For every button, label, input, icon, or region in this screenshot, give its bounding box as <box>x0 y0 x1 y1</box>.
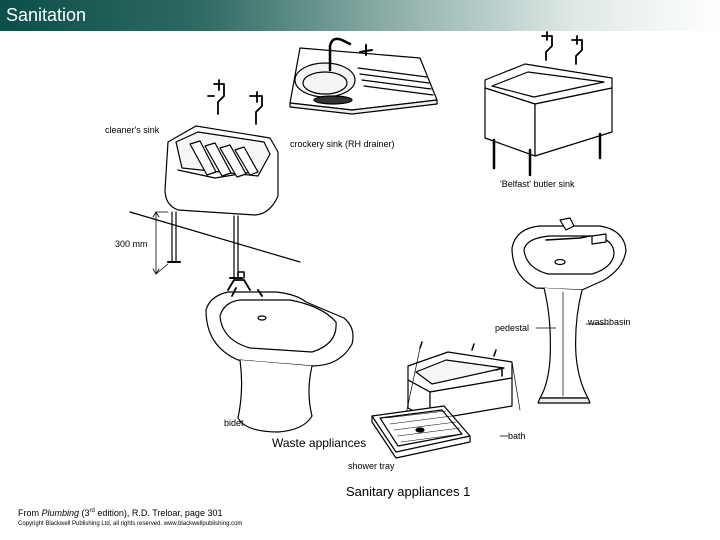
shower-tray-label: shower tray <box>348 461 395 471</box>
crockery-sink-illustration <box>289 37 438 115</box>
source-citation: From Plumbing (3rd edition), R.D. Treloa… <box>18 508 222 518</box>
belfast-sink-illustration <box>484 31 613 177</box>
title-bar: Sanitation <box>0 0 720 31</box>
cleaners-sink-illustration <box>129 79 301 279</box>
dimension-label: 300 mm <box>115 239 148 249</box>
belfast-sink-label: 'Belfast' butler sink <box>500 179 575 189</box>
washbasin-label: washbasin <box>588 317 631 327</box>
figure-caption: Sanitary appliances 1 <box>346 484 471 499</box>
crockery-sink-label: crockery sink (RH drainer) <box>290 139 395 149</box>
waste-appliances-label: Waste appliances <box>272 436 367 450</box>
copyright-notice: Copyright Blackwell Publishing Ltd, all … <box>18 521 243 527</box>
source-prefix: From <box>18 508 42 518</box>
page-title: Sanitation <box>6 5 87 25</box>
pedestal-label: pedestal <box>495 323 530 333</box>
shower-tray-illustration <box>371 405 471 459</box>
leader-lines <box>499 323 609 437</box>
source-edition-sup: rd <box>89 508 95 514</box>
bidet-label: bidet <box>224 418 244 428</box>
cleaners-sink-label: cleaner's sink <box>105 125 160 135</box>
source-edition-open: (3 <box>79 508 90 518</box>
source-edition-close: edition), R.D. Treloar, page 301 <box>94 508 223 518</box>
bath-label: bath <box>508 431 526 441</box>
source-book-title: Plumbing <box>41 508 80 518</box>
bidet-illustration <box>205 271 354 433</box>
washbasin-illustration <box>511 217 627 404</box>
